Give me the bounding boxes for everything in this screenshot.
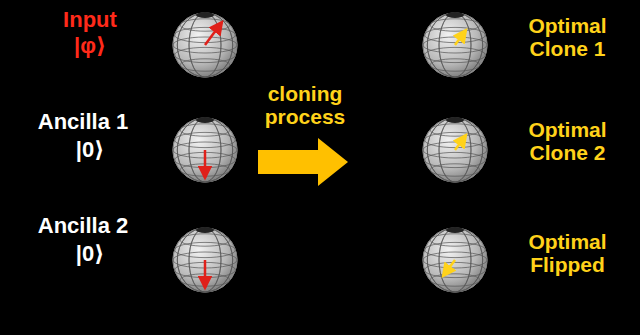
state-vector [204, 260, 207, 288]
bloch-sphere [173, 227, 237, 292]
state-label: |φ⟩ [60, 34, 120, 58]
state-vector [455, 30, 466, 45]
output-label: Optimal Clone 1 [505, 14, 630, 60]
process-label: cloning process [250, 82, 360, 128]
state-vector [205, 22, 222, 45]
bloch-sphere [173, 12, 237, 77]
bloch-sphere [423, 12, 487, 77]
bloch-sphere [173, 117, 237, 182]
title-label: Input [40, 8, 140, 32]
process-arrow [258, 138, 348, 186]
state-vector [204, 150, 207, 178]
state-vector [443, 260, 455, 276]
state-vector [455, 135, 466, 150]
state-label: |0⟩ [60, 138, 120, 162]
bloch-sphere [423, 117, 487, 182]
ancilla-label: Ancilla 1 [8, 110, 158, 134]
state-label: |0⟩ [60, 242, 120, 266]
output-label: Optimal Flipped [505, 230, 630, 276]
output-label: Optimal Clone 2 [505, 118, 630, 164]
bloch-sphere [423, 227, 487, 292]
ancilla-label: Ancilla 2 [8, 214, 158, 238]
